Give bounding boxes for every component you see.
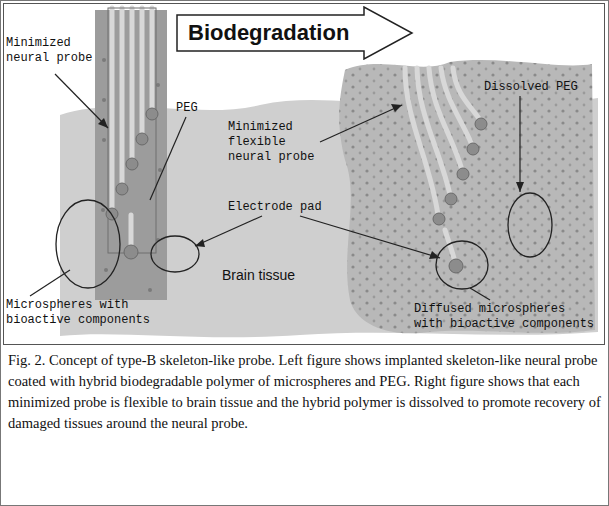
part-label: PEG [176, 101, 216, 116]
part-label: Minimized neural probe [6, 36, 98, 66]
part-label: Minimized flexible neural probe [228, 120, 320, 165]
arrow-text: Biodegradation [188, 20, 426, 46]
part-label: Microspheres with bioactive components [6, 298, 156, 328]
part-label: Dissolved PEG [484, 80, 594, 95]
part-label: Diffused microspheres with bioactive com… [414, 302, 600, 332]
figure-caption: Fig. 2. Concept of type-B skeleton-like … [8, 350, 602, 434]
process-arrow: Biodegradation [176, 6, 414, 60]
part-label: Electrode pad [228, 200, 338, 215]
region-label: Brain tissue [222, 268, 332, 283]
